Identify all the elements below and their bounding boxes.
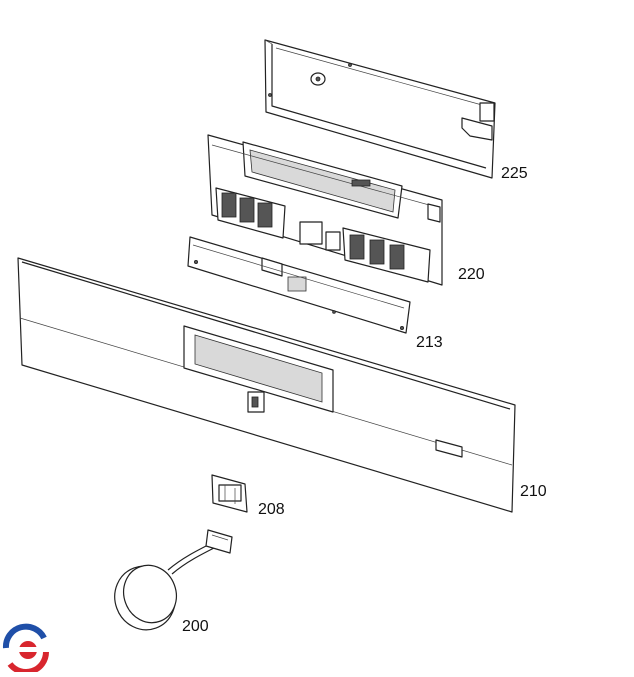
logo-red-arc: [7, 651, 49, 675]
part-208-bracket: [211, 474, 248, 513]
part-210-panel: [17, 257, 516, 513]
part-220-frame: [207, 134, 443, 286]
part-225-cover: [264, 39, 496, 179]
brand-logo: [2, 623, 49, 675]
label-part-200: 200: [182, 618, 209, 635]
logo-blue-arc: [2, 623, 47, 649]
part-200-knob: [114, 529, 233, 631]
label-part-220: 220: [458, 266, 485, 283]
label-part-210: 210: [520, 483, 547, 500]
logo-white-bar: [18, 647, 38, 652]
part-213-board: [187, 236, 411, 334]
label-part-213: 213: [416, 334, 443, 351]
label-part-208: 208: [258, 501, 285, 518]
label-part-225: 225: [501, 165, 528, 182]
